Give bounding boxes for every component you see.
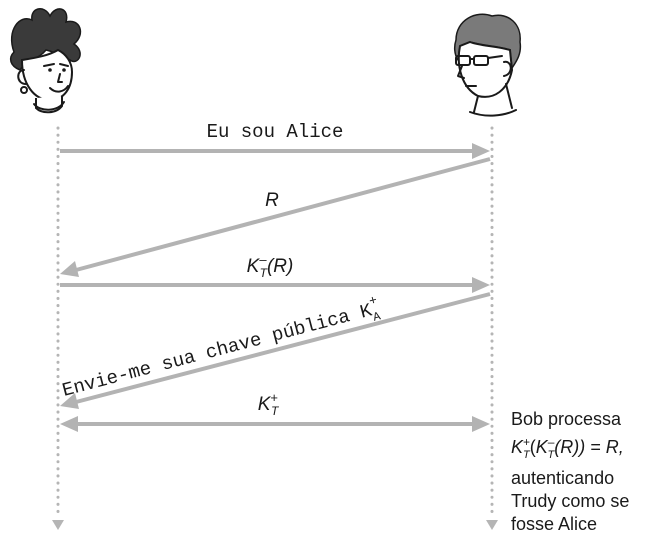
message-1-label: Eu sou Alice (207, 121, 344, 143)
note-line-4: Trudy como se (511, 490, 630, 511)
message-3-arrow (60, 277, 490, 293)
note-line-2: K+T(K–T(R)) = R, (511, 435, 624, 461)
message-1-arrow (60, 143, 490, 159)
lifeline-right-end (486, 520, 498, 530)
message-3-label: K–T(R) (247, 252, 294, 280)
message-4-arrow (60, 292, 491, 409)
note-line-1: Bob processa (511, 409, 622, 429)
message-2-arrow (60, 157, 491, 277)
person-bob-icon (453, 13, 522, 117)
message-2-label: R (265, 190, 279, 211)
message-5-label: K+T (258, 390, 280, 418)
note-line-5: fosse Alice (511, 513, 598, 534)
note-line-3: autenticando (511, 467, 615, 488)
lifeline-left-end (52, 520, 64, 530)
message-4-label: Envie-me sua chave pública K+A (59, 293, 383, 406)
bob-processing-note: Bob processa K+T(K–T(R)) = R, autentican… (511, 408, 659, 536)
message-5-arrow (60, 416, 490, 432)
person-trudy-icon (9, 8, 82, 114)
